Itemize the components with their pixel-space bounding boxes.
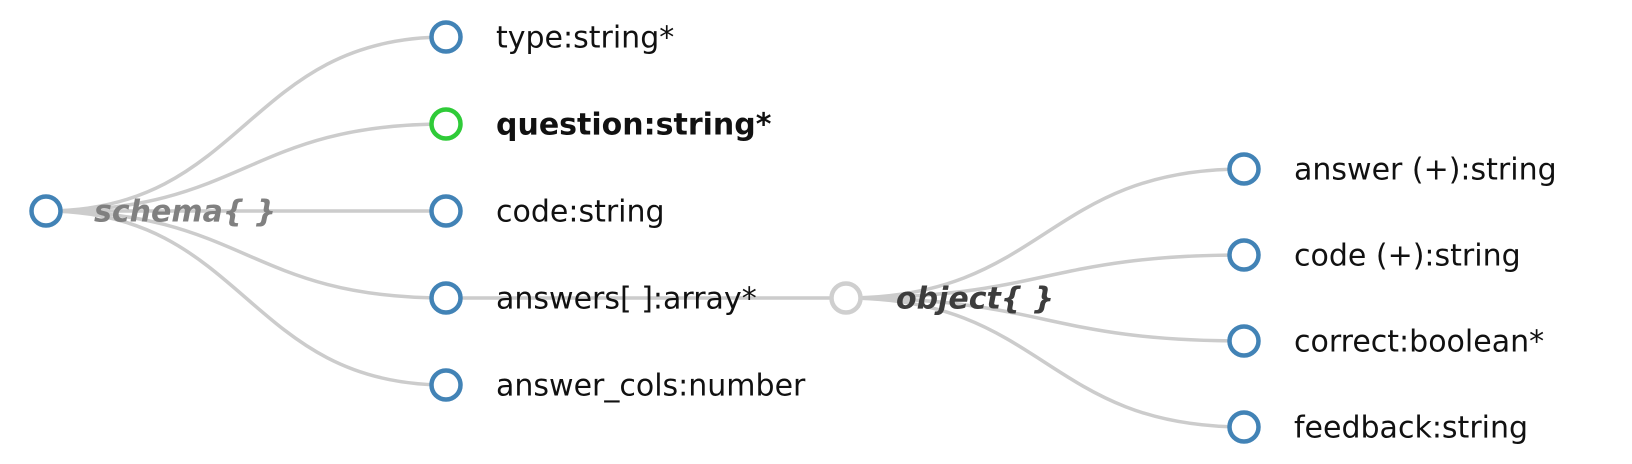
- node-circle-code_plus[interactable]: [1227, 238, 1261, 272]
- node-label-code_plus[interactable]: code (+):string: [1294, 239, 1521, 274]
- node-circle-object[interactable]: [829, 281, 863, 315]
- node-circle-type[interactable]: [429, 20, 463, 54]
- edge-schema-answers: [44, 209, 448, 300]
- node-circle-correct[interactable]: [1227, 324, 1261, 358]
- node-label-feedback[interactable]: feedback:string: [1294, 411, 1528, 446]
- node-feedback[interactable]: feedback:string: [1227, 410, 1529, 446]
- edge-schema-question: [44, 122, 448, 213]
- node-label-schema[interactable]: schema{ }: [94, 195, 276, 230]
- node-circle-answer_cols[interactable]: [429, 368, 463, 402]
- node-circle-code[interactable]: [429, 194, 463, 228]
- node-label-type[interactable]: type:string*: [496, 21, 674, 56]
- edge-schema-type: [44, 35, 448, 213]
- edge-schema-answer_cols: [44, 209, 448, 387]
- node-question[interactable]: question:string*: [429, 107, 772, 143]
- node-label-correct[interactable]: correct:boolean*: [1294, 325, 1544, 360]
- edge-object-answer: [844, 167, 1246, 300]
- node-object[interactable]: object{ }: [829, 281, 1055, 317]
- node-correct[interactable]: correct:boolean*: [1227, 324, 1545, 360]
- node-label-answers[interactable]: answers[ ]:array*: [496, 282, 757, 317]
- node-label-answer[interactable]: answer (+):string: [1294, 153, 1557, 188]
- node-code_plus[interactable]: code (+):string: [1227, 238, 1521, 274]
- node-label-code[interactable]: code:string: [496, 195, 665, 230]
- node-answer_cols[interactable]: answer_cols:number: [429, 368, 807, 404]
- node-circle-feedback[interactable]: [1227, 410, 1261, 444]
- node-answer[interactable]: answer (+):string: [1227, 152, 1557, 188]
- edge-object-code_plus: [844, 253, 1246, 300]
- edge-object-feedback: [844, 296, 1246, 429]
- node-label-answer_cols[interactable]: answer_cols:number: [496, 369, 806, 404]
- node-type[interactable]: type:string*: [429, 20, 675, 56]
- node-code[interactable]: code:string: [429, 194, 665, 230]
- node-circle-answers[interactable]: [429, 281, 463, 315]
- node-schema[interactable]: schema{ }: [29, 194, 277, 230]
- edge-object-correct: [844, 296, 1246, 343]
- node-circle-schema[interactable]: [29, 194, 63, 228]
- node-label-question[interactable]: question:string*: [496, 108, 772, 143]
- node-answers[interactable]: answers[ ]:array*: [429, 281, 757, 317]
- node-circle-question[interactable]: [429, 107, 463, 141]
- node-circle-answer[interactable]: [1227, 152, 1261, 186]
- node-label-object[interactable]: object{ }: [896, 282, 1054, 317]
